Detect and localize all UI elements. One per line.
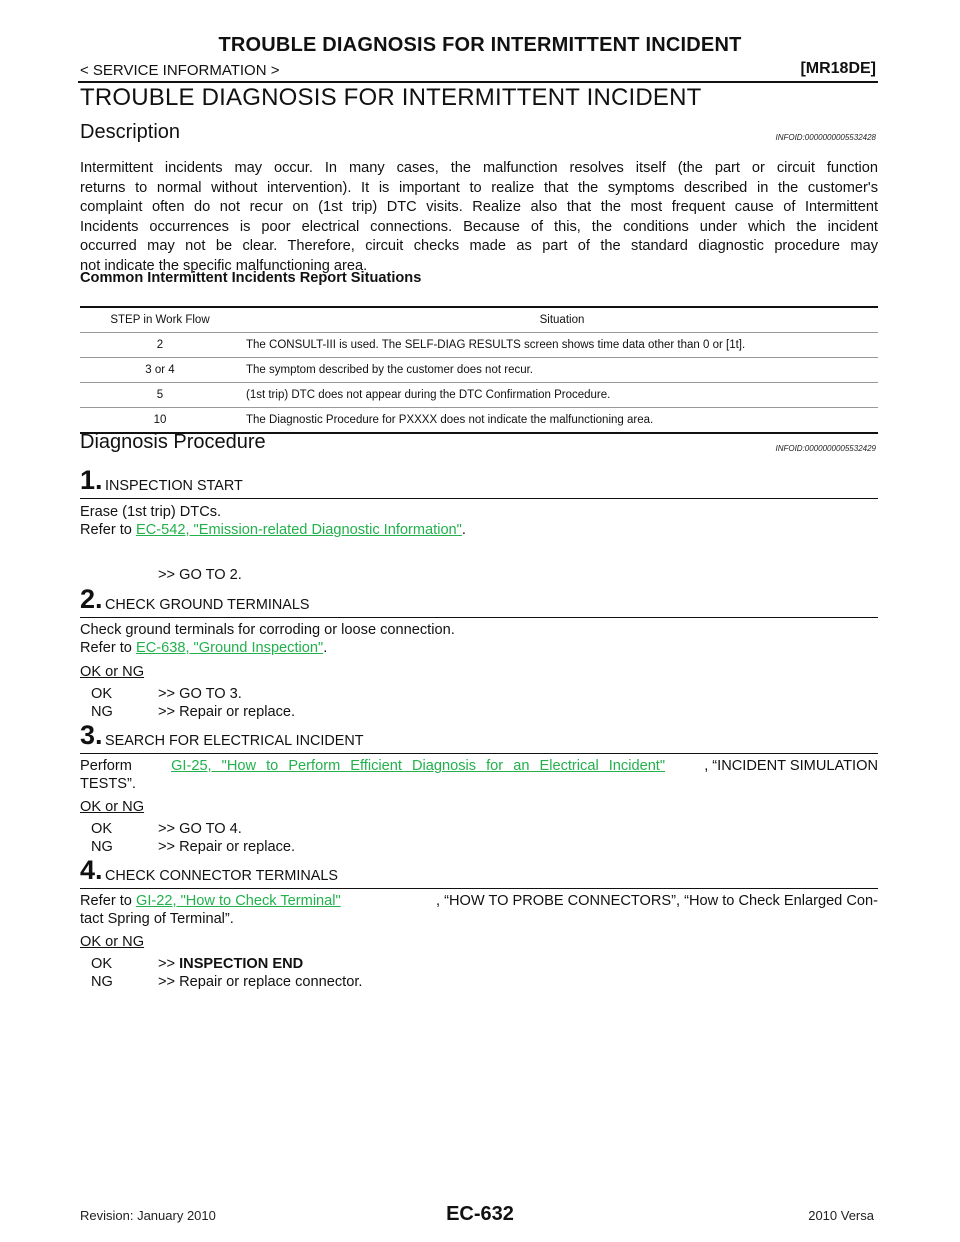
- step-4-ng-label: NG: [91, 974, 113, 990]
- step-title: CHECK GROUND TERMINALS: [105, 597, 310, 613]
- paragraph-line: returns to normal without intervention).…: [80, 179, 878, 196]
- procedure-infoid: INFOID:0000000005532429: [775, 444, 876, 453]
- step-number: 4.: [80, 855, 103, 885]
- step-1-reference: Refer to EC-542, "Emission-related Diagn…: [80, 522, 466, 538]
- reference-link[interactable]: EC-638, "Ground Inspection": [135, 640, 324, 656]
- paragraph-line: not indicate the specific malfunctioning…: [80, 257, 368, 274]
- description-infoid: INFOID:0000000005532428: [775, 133, 876, 142]
- table-cell-situation: (1st trip) DTC does not appear during th…: [240, 382, 878, 408]
- step-3-ok-label: OK: [91, 821, 113, 837]
- refer-text: Refer to: [80, 640, 136, 656]
- step-1-header: 1. INSPECTION START: [80, 465, 878, 499]
- table-cell-situation: The symptom described by the customer do…: [240, 357, 878, 383]
- table-cell-step: 2: [80, 332, 240, 358]
- step-3-ok-action: >> GO TO 4.: [158, 821, 242, 837]
- step-3-header: 3. SEARCH FOR ELECTRICAL INCIDENT: [80, 720, 878, 754]
- situations-subheading: Common Intermittent Incidents Report Sit…: [80, 270, 422, 286]
- step-1-instruction: Erase (1st trip) DTCs.: [80, 504, 222, 520]
- paragraph-line: Incidents occurrences is poor electrical…: [80, 218, 878, 235]
- step-2-header: 2. CHECK GROUND TERMINALS: [80, 584, 878, 618]
- column-header-step: STEP in Work Flow: [80, 306, 240, 333]
- procedure-heading: Diagnosis Procedure: [80, 431, 266, 453]
- table-cell-step: 3 or 4: [80, 357, 240, 383]
- step-4-ok-label: OK: [91, 956, 113, 972]
- description-heading: Description: [80, 121, 181, 143]
- header-section: < SERVICE INFORMATION >: [80, 62, 280, 79]
- step-3-reference: Perform GI-25, "How to Perform Efficient…: [80, 758, 878, 774]
- refer-tail: .: [461, 522, 466, 538]
- table-row: 5 (1st trip) DTC does not appear during …: [80, 382, 878, 408]
- step-title: CHECK CONNECTOR TERMINALS: [105, 868, 338, 884]
- table-cell-situation: The CONSULT-III is used. The SELF-DIAG R…: [240, 332, 878, 358]
- paragraph-line: complaint often do not recur on (1st tri…: [80, 199, 878, 216]
- refer-tail: , “HOW TO PROBE CONNECTORS”, “How to Che…: [436, 893, 878, 909]
- table-row: 10 The Diagnostic Procedure for PXXXX do…: [80, 407, 878, 434]
- perform-text: Perform: [80, 758, 132, 774]
- step-2-reference: Refer to EC-638, "Ground Inspection".: [80, 640, 327, 656]
- step-2-ok-ng: OK or NG: [80, 664, 145, 680]
- table-cell-step: 10: [80, 407, 240, 434]
- footer-model: 2010 Versa: [808, 1208, 874, 1223]
- step-4-reference: Refer to GI-22, "How to Check Terminal" …: [80, 893, 878, 909]
- table-row: 3 or 4 The symptom described by the cust…: [80, 357, 878, 383]
- header-divider: [78, 81, 878, 83]
- situations-table: STEP in Work Flow Situation 2 The CONSUL…: [80, 306, 878, 434]
- paragraph-line: Intermittent incidents may occur. In man…: [80, 160, 878, 176]
- table-cell-step: 5: [80, 382, 240, 408]
- step-number: 1.: [80, 465, 103, 495]
- step-4-line2: tact Spring of Terminal”.: [80, 911, 234, 927]
- step-3-ok-ng: OK or NG: [80, 799, 145, 815]
- table-header-row: STEP in Work Flow Situation: [80, 306, 878, 333]
- refer-tail: .: [323, 640, 328, 656]
- step-4-ng-action: >> Repair or replace connector.: [158, 974, 363, 990]
- step-3-ng-label: NG: [91, 839, 113, 855]
- footer-page-number: EC-632: [446, 1203, 514, 1225]
- step-1-goto: >> GO TO 2.: [158, 567, 242, 583]
- reference-link[interactable]: EC-542, "Emission-related Diagnostic Inf…: [135, 522, 462, 538]
- table-row: 2 The CONSULT-III is used. The SELF-DIAG…: [80, 332, 878, 358]
- inspection-end: INSPECTION END: [179, 956, 304, 972]
- refer-text: Refer to: [80, 893, 136, 909]
- step-3-line2: TESTS”.: [80, 776, 136, 792]
- column-header-situation: Situation: [240, 306, 878, 333]
- paragraph-line: occurred may not be clear. Therefore, ci…: [80, 238, 878, 255]
- step-2-ng-action: >> Repair or replace.: [158, 704, 296, 720]
- table-cell-situation: The Diagnostic Procedure for PXXXX does …: [240, 407, 878, 434]
- arrow-prefix: >>: [158, 956, 180, 972]
- reference-link[interactable]: GI-25, "How to Perform Efficient Diagnos…: [171, 758, 666, 774]
- step-3-ng-action: >> Repair or replace.: [158, 839, 296, 855]
- page-title: TROUBLE DIAGNOSIS FOR INTERMITTENT INCID…: [80, 84, 702, 111]
- step-title: SEARCH FOR ELECTRICAL INCIDENT: [105, 733, 364, 749]
- step-4-ok-action: >> INSPECTION END: [158, 956, 303, 972]
- header-title: TROUBLE DIAGNOSIS FOR INTERMITTENT INCID…: [218, 34, 742, 56]
- step-number: 3.: [80, 720, 103, 750]
- reference-link[interactable]: GI-22, "How to Check Terminal": [135, 893, 341, 909]
- refer-text: Refer to: [80, 522, 136, 538]
- step-2-ok-label: OK: [91, 686, 113, 702]
- step-4-ok-ng: OK or NG: [80, 934, 145, 950]
- step-number: 2.: [80, 584, 103, 614]
- step-2-instruction: Check ground terminals for corroding or …: [80, 622, 455, 638]
- step-title: INSPECTION START: [105, 478, 243, 494]
- description-paragraph: Intermittent incidents may occur. In man…: [80, 159, 878, 277]
- footer-revision: Revision: January 2010: [80, 1208, 216, 1223]
- refer-tail: , “INCIDENT SIMULATION: [704, 758, 878, 774]
- step-2-ok-action: >> GO TO 3.: [158, 686, 242, 702]
- header-engine: [MR18DE]: [800, 60, 876, 77]
- step-2-ng-label: NG: [91, 704, 113, 720]
- step-4-header: 4. CHECK CONNECTOR TERMINALS: [80, 855, 878, 889]
